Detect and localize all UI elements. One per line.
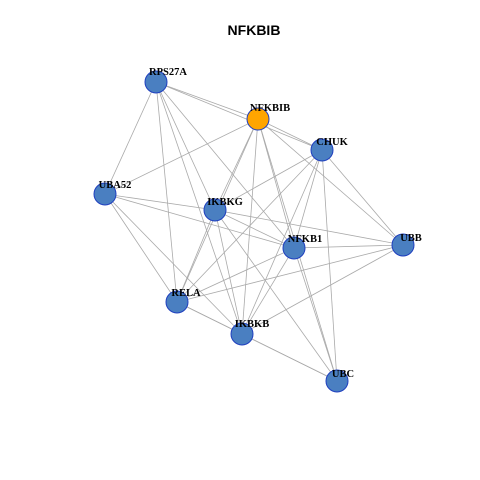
node-label-chuk: CHUK	[316, 137, 348, 148]
edge-chuk-nfkb1	[293, 149, 323, 249]
node-ubc[interactable]: UBC	[325, 369, 354, 393]
edge-rps27a-uba52	[104, 81, 157, 195]
edge-ikbkg-ubb	[214, 209, 404, 246]
edge-uba52-rela	[104, 193, 178, 303]
node-rps27a[interactable]: RPS27A	[144, 67, 187, 94]
node-circle-nfkbib[interactable]	[246, 107, 270, 131]
node-label-ubc: UBC	[332, 369, 354, 380]
edge-ubb-ikbkb	[241, 244, 404, 335]
edge-ikbkg-ubc	[214, 209, 338, 382]
edge-ikbkg-rela	[176, 209, 216, 303]
edge-ikbkb-ubc	[241, 333, 338, 382]
node-label-rps27a: RPS27A	[149, 67, 187, 78]
edge-nfkbib-ikbkg	[214, 118, 259, 211]
node-circle-uba52[interactable]	[93, 182, 117, 206]
node-label-uba52: UBA52	[99, 180, 132, 191]
edge-uba52-nfkb1	[104, 193, 295, 249]
node-label-ikbkb: IKBKB	[235, 319, 269, 330]
edge-nfkb1-ikbkb	[241, 247, 295, 335]
node-nfkbib[interactable]: NFKBIB	[246, 103, 290, 131]
edge-nfkb1-ubb	[293, 244, 404, 249]
node-uba52[interactable]: UBA52	[93, 180, 132, 206]
edge-rps27a-rela	[155, 81, 178, 303]
edge-ikbkg-nfkb1	[214, 209, 295, 249]
node-circle-ubb[interactable]	[391, 233, 415, 257]
node-circle-chuk[interactable]	[310, 138, 334, 162]
edge-rps27a-ikbkg	[155, 81, 216, 211]
node-nfkb1[interactable]: NFKB1	[282, 234, 322, 260]
edges-layer	[104, 81, 404, 382]
node-circle-rela[interactable]	[165, 290, 189, 314]
node-circle-nfkb1[interactable]	[282, 236, 306, 260]
node-circle-ikbkb[interactable]	[230, 322, 254, 346]
edge-chuk-ikbkg	[214, 149, 323, 211]
node-circle-ubc[interactable]	[325, 369, 349, 393]
edge-chuk-ubb	[321, 149, 404, 246]
node-ubb[interactable]: UBB	[391, 233, 422, 257]
edge-rps27a-nfkbib	[155, 81, 259, 120]
node-label-rela: RELA	[171, 288, 201, 299]
node-label-nfkb1: NFKB1	[288, 234, 322, 245]
node-rela[interactable]: RELA	[165, 288, 201, 314]
edge-nfkb1-rela	[176, 247, 295, 303]
node-label-ikbkg: IKBKG	[207, 197, 243, 208]
edge-ikbkg-ikbkb	[214, 209, 243, 335]
edge-uba52-ikbkg	[104, 193, 216, 211]
edge-nfkbib-uba52	[104, 118, 259, 195]
edge-chuk-ubc	[321, 149, 338, 382]
edge-nfkbib-chuk	[257, 118, 323, 151]
edge-rps27a-chuk	[155, 81, 323, 151]
graph-title: NFKBIB	[228, 22, 281, 38]
edge-ubb-rela	[176, 244, 404, 303]
edge-chuk-rela	[176, 149, 323, 303]
edge-nfkb1-ubc	[293, 247, 338, 382]
node-ikbkb[interactable]: IKBKB	[230, 319, 269, 346]
node-chuk[interactable]: CHUK	[310, 137, 349, 162]
edge-nfkbib-ubb	[257, 118, 404, 246]
edge-nfkbib-nfkb1	[257, 118, 295, 249]
node-ikbkg[interactable]: IKBKG	[203, 197, 243, 222]
node-circle-rps27a[interactable]	[144, 70, 168, 94]
node-label-nfkbib: NFKBIB	[250, 103, 290, 114]
edge-uba52-ikbkb	[104, 193, 243, 335]
node-label-ubb: UBB	[400, 233, 422, 244]
node-circle-ikbkg[interactable]	[203, 198, 227, 222]
